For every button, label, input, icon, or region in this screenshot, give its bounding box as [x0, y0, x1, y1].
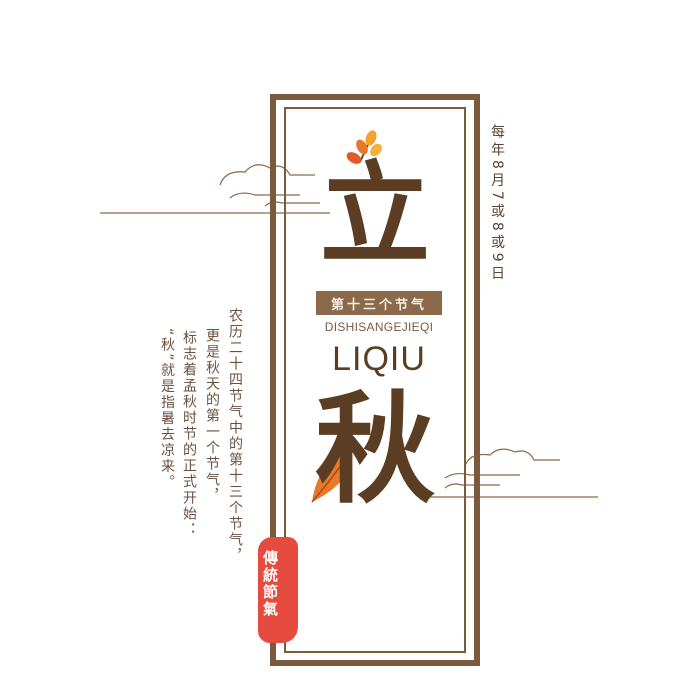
date-vertical-text: 每年8月7或8或9日	[489, 124, 505, 284]
description-column-2: 更是秋天的第一个节气，	[204, 328, 220, 504]
title-pinyin: LIQIU	[332, 340, 426, 378]
description-column-4: “秋”就是指暑去凉来。	[159, 328, 175, 491]
red-seal	[258, 537, 298, 643]
inner-frame	[284, 107, 466, 653]
description-column-1: 农历二十四节气中的第十三个节气，	[227, 308, 243, 564]
outer-frame	[270, 94, 480, 666]
title-char-qiu: 秋	[315, 379, 435, 520]
seal-text: 傳統節氣	[261, 550, 279, 618]
description-column-3: 标志着孟秋时节的正式开始：	[181, 330, 197, 538]
badge-pinyin: DISHISANGEJIEQI	[324, 320, 434, 334]
cloud-left-icon	[100, 164, 330, 214]
title-char-li: 立	[320, 150, 430, 279]
autumn-leaf-icon	[311, 448, 353, 503]
solar-term-badge: 第十三个节气	[316, 291, 442, 315]
leaf-sprig-icon	[346, 130, 382, 164]
